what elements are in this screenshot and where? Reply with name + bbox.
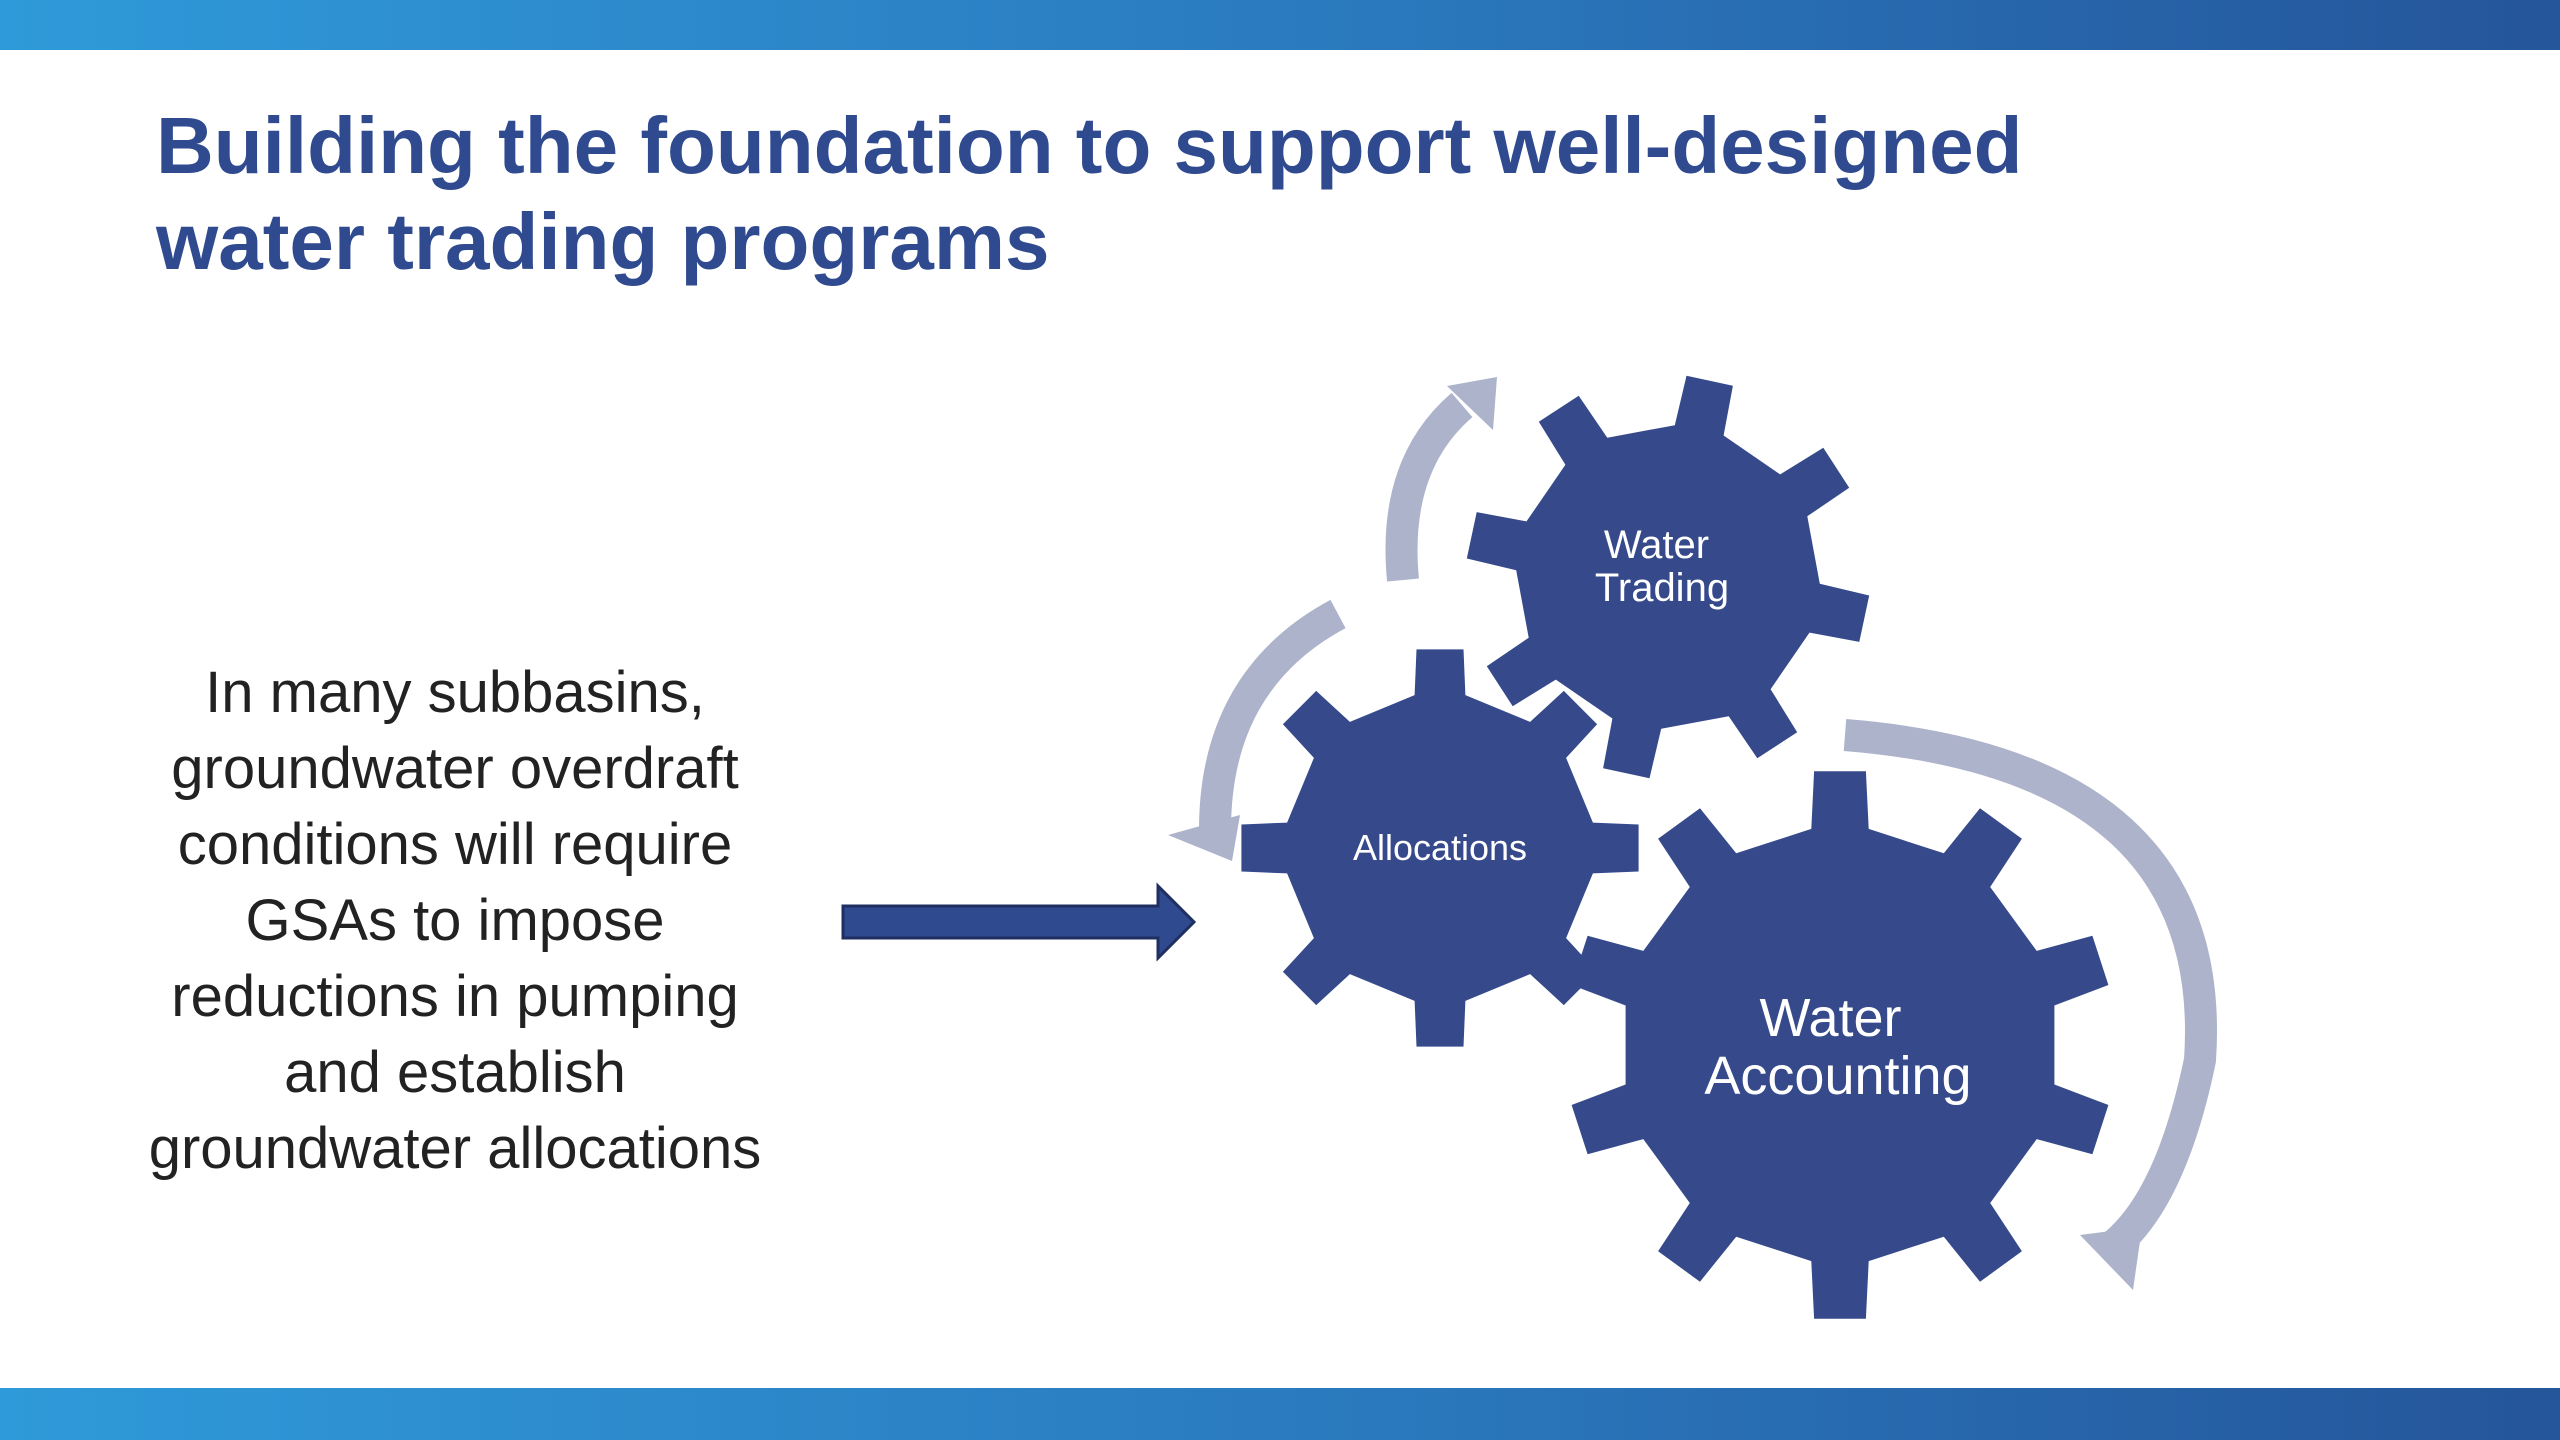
title-line-1: Building the foundation to support well-… (156, 101, 2023, 190)
cycle-arrow-shaft (1385, 392, 1473, 582)
cycle-arrow-shaft (1843, 719, 2217, 1263)
top-accent-band (0, 0, 2560, 50)
gear-label-line: Water (1759, 988, 1901, 1048)
svg-text:Water Accounting: Water Accounting (1704, 988, 1971, 1106)
slide-title: Building the foundation to support well-… (156, 98, 2256, 290)
body-line: groundwater allocations (148, 1116, 762, 1181)
body-line: GSAs to impose (245, 888, 665, 953)
title-line-2: water trading programs (156, 197, 1050, 286)
gear-label-line: Water (1604, 523, 1709, 567)
cycle-arrow-shaft (1199, 599, 1346, 831)
bottom-accent-band (0, 1388, 2560, 1440)
cycle-arrow-head (1168, 815, 1240, 861)
body-line: conditions will require (177, 812, 733, 877)
gear-label-line: Trading (1595, 566, 1729, 610)
gear-allocations (1241, 649, 1639, 1047)
gear-water-accounting (1571, 771, 2109, 1319)
pointer-arrow (841, 882, 1197, 962)
gear-label-line: Allocations (1353, 827, 1527, 868)
cycle-arrow-head (1447, 377, 1497, 430)
body-text: In many subbasins, groundwater overdraft… (60, 655, 850, 1187)
gear-label-line: Accounting (1704, 1046, 1971, 1106)
body-line: In many subbasins, (205, 660, 705, 725)
body-line: groundwater overdraft (171, 736, 739, 801)
gear-water-trading (1466, 375, 1870, 779)
body-line: and establish (284, 1040, 626, 1105)
body-line: reductions in pumping (171, 964, 739, 1029)
svg-text:Allocations: Allocations (1353, 827, 1527, 868)
cycle-arrow-head (2080, 1227, 2142, 1290)
svg-text:Water Trading: Water Trading (1595, 523, 1729, 610)
